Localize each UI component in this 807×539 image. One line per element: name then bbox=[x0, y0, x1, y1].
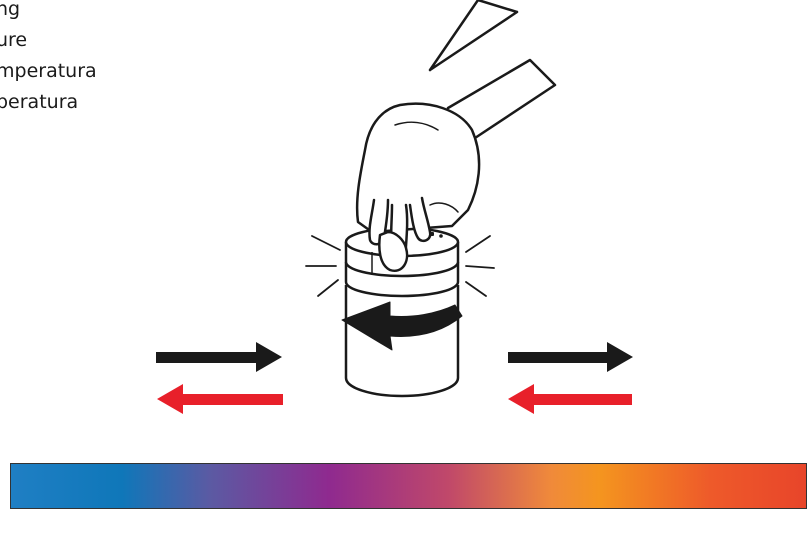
temperature-gradient-bar bbox=[10, 463, 807, 509]
motion-lines-left bbox=[306, 236, 340, 296]
arrow-right-left-side bbox=[156, 342, 282, 372]
motion-lines-right bbox=[466, 236, 494, 296]
arrow-left-left-side bbox=[157, 384, 283, 414]
arrow-left-right-side bbox=[508, 384, 632, 414]
hand-icon bbox=[357, 0, 555, 271]
arrow-right-right-side bbox=[508, 342, 633, 372]
